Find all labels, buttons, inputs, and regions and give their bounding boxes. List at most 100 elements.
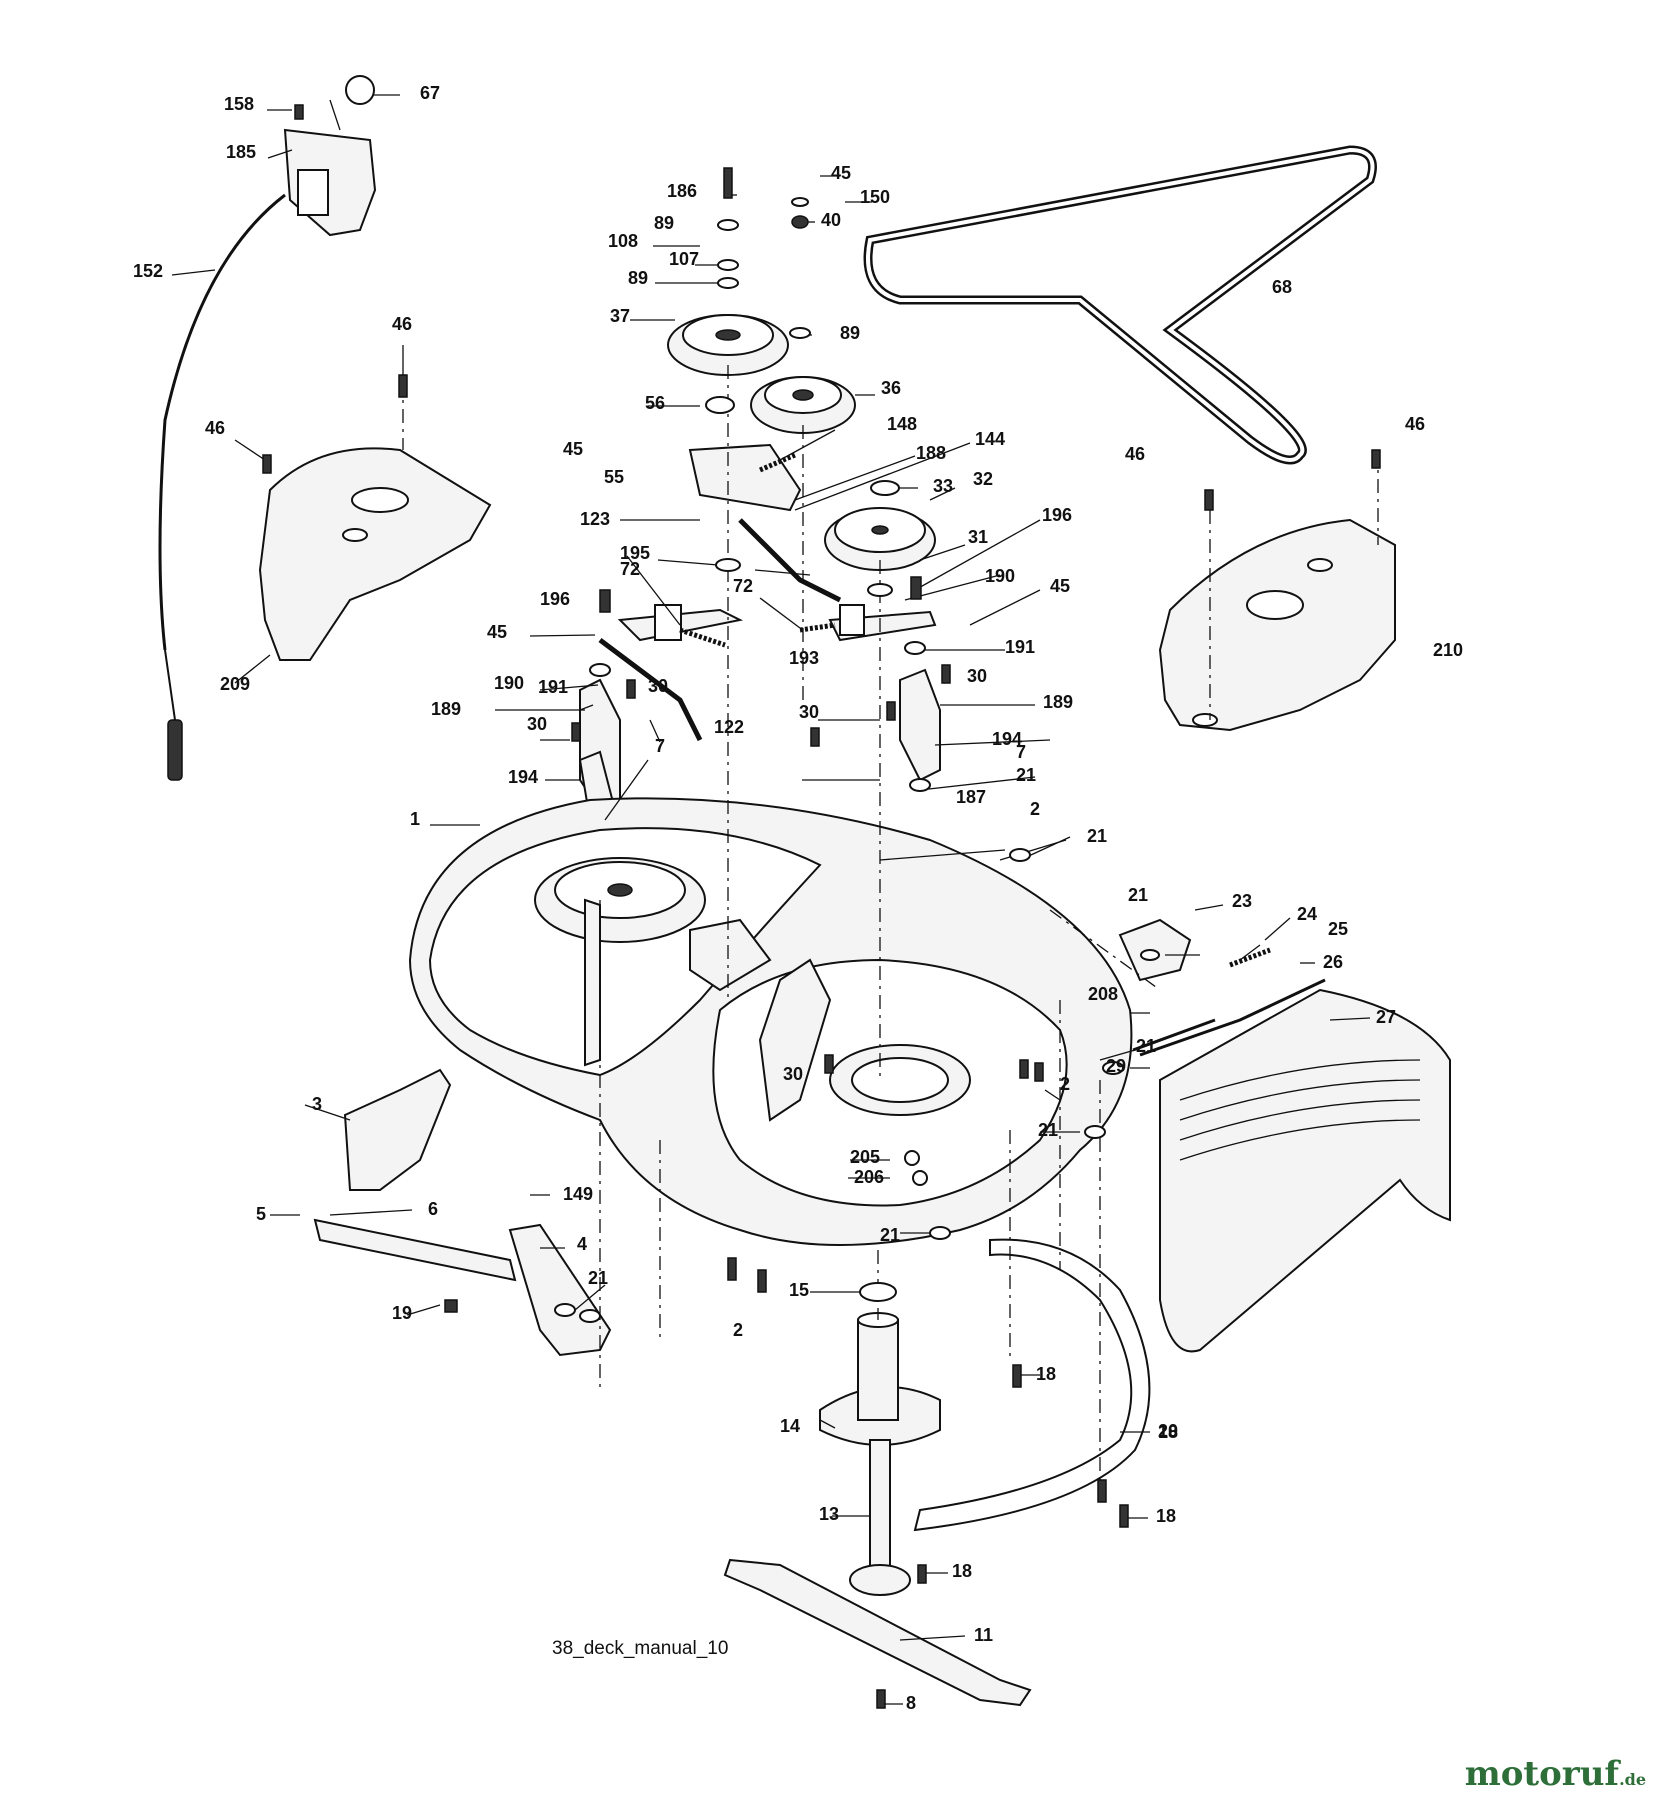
part-number-4: 4: [577, 1234, 587, 1254]
left-pulley-cover: [258, 447, 492, 661]
part-number-2-2: 2: [1060, 1074, 1070, 1094]
part-number-45: 45: [831, 163, 851, 183]
part-number-15: 15: [789, 1280, 809, 1300]
part-number-72-2: 72: [733, 576, 753, 596]
part-number-6: 6: [428, 1199, 438, 1219]
drawing-caption: 38_deck_manual_10: [552, 1638, 728, 1659]
part-number-21-3: 21: [1128, 885, 1148, 905]
part-number-14: 14: [780, 1416, 800, 1436]
part-number-191-2: 191: [1005, 637, 1035, 657]
part-number-30-5: 30: [783, 1064, 803, 1084]
part-number-3: 3: [312, 1094, 322, 1114]
spindle-shaft: [849, 1439, 911, 1596]
part-number-26: 26: [1323, 952, 1343, 972]
part-number-24: 24: [1297, 904, 1317, 924]
part-number-21-2: 21: [1016, 765, 1036, 785]
discharge-chute: [1139, 978, 1451, 1353]
cable-bracket: [283, 75, 377, 237]
part-number-46: 46: [392, 314, 412, 334]
deck-linkage: [313, 1068, 612, 1357]
part-number-194: 194: [508, 767, 538, 787]
part-number-67: 67: [420, 83, 440, 103]
part-number-45-3: 45: [1050, 576, 1070, 596]
part-number-2: 2: [1030, 799, 1040, 819]
spindle-assembly: [819, 1312, 941, 1446]
part-number-20: 20: [1158, 1421, 1178, 1441]
part-number-7-2: 7: [1016, 742, 1026, 762]
part-number-40: 40: [821, 210, 841, 230]
part-number-196-2: 196: [1042, 505, 1072, 525]
part-number-21: 21: [1087, 826, 1107, 846]
part-number-191: 191: [538, 677, 568, 697]
watermark-tld: .de: [1619, 1770, 1646, 1789]
part-number-45-2: 45: [563, 439, 583, 459]
idler-pulley: [667, 314, 789, 376]
part-number-21-4: 21: [1136, 1036, 1156, 1056]
part-number-190-2: 190: [985, 566, 1015, 586]
part-number-68: 68: [1272, 277, 1292, 297]
part-number-150: 150: [860, 187, 890, 207]
right-pulley-cover: [1158, 518, 1396, 732]
part-number-30: 30: [648, 676, 668, 696]
drive-belt: [863, 145, 1377, 465]
flat-idler-pulley: [750, 376, 856, 434]
part-number-193: 193: [789, 648, 819, 668]
part-number-33: 33: [933, 476, 953, 496]
part-number-208: 208: [1088, 984, 1118, 1004]
part-number-196: 196: [540, 589, 570, 609]
part-number-108: 108: [608, 231, 638, 251]
part-number-46-4: 46: [1405, 414, 1425, 434]
part-number-144: 144: [975, 429, 1005, 449]
part-number-45-4: 45: [487, 622, 507, 642]
part-number-195: 195: [620, 543, 650, 563]
part-number-30-3: 30: [967, 666, 987, 686]
part-number-2-3: 2: [733, 1320, 743, 1340]
part-number-185: 185: [226, 142, 256, 162]
part-number-1: 1: [410, 809, 420, 829]
idler-arm: [598, 443, 937, 742]
part-number-19: 19: [392, 1303, 412, 1323]
part-number-7: 7: [655, 736, 665, 756]
part-number-107: 107: [669, 249, 699, 269]
part-number-30-4: 30: [799, 702, 819, 722]
part-number-30-2: 30: [527, 714, 547, 734]
part-number-123: 123: [580, 509, 610, 529]
part-number-21-5: 21: [1038, 1120, 1058, 1140]
part-number-152: 152: [133, 261, 163, 281]
part-number-32: 32: [973, 469, 993, 489]
part-number-11: 11: [974, 1625, 993, 1645]
part-number-72: 72: [620, 559, 640, 579]
part-number-37: 37: [610, 306, 630, 326]
mower-blade: [723, 1558, 1032, 1707]
part-number-5: 5: [256, 1204, 266, 1224]
part-number-21-7: 21: [588, 1268, 608, 1288]
part-number-189: 189: [431, 699, 461, 719]
part-number-205: 205: [850, 1147, 880, 1167]
part-number-89-3: 89: [840, 323, 860, 343]
part-number-8: 8: [906, 1693, 916, 1713]
part-number-18-4: 18: [952, 1561, 972, 1581]
part-number-194-2: 194: [992, 729, 1022, 749]
hardware: [262, 104, 1381, 1709]
part-number-209: 209: [220, 674, 250, 694]
alignment-lines: [402, 365, 1379, 1490]
part-number-186: 186: [667, 181, 697, 201]
part-number-89-2: 89: [628, 268, 648, 288]
part-number-46-3: 46: [1125, 444, 1145, 464]
part-number-188: 188: [916, 443, 946, 463]
mower-deck: [408, 797, 1133, 1246]
part-number-158: 158: [224, 94, 254, 114]
part-number-206: 206: [854, 1167, 884, 1187]
part-number-55: 55: [604, 467, 624, 487]
part-number-149: 149: [563, 1184, 593, 1204]
part-number-56: 56: [645, 393, 665, 413]
part-number-29: 29: [1106, 1056, 1126, 1076]
part-number-89: 89: [654, 213, 674, 233]
part-number-46-2: 46: [205, 418, 225, 438]
part-number-25: 25: [1328, 919, 1348, 939]
watermark-brand: motoruf: [1464, 1754, 1620, 1794]
part-number-27: 27: [1376, 1007, 1396, 1027]
part-number-18-3: 18: [1156, 1506, 1176, 1526]
